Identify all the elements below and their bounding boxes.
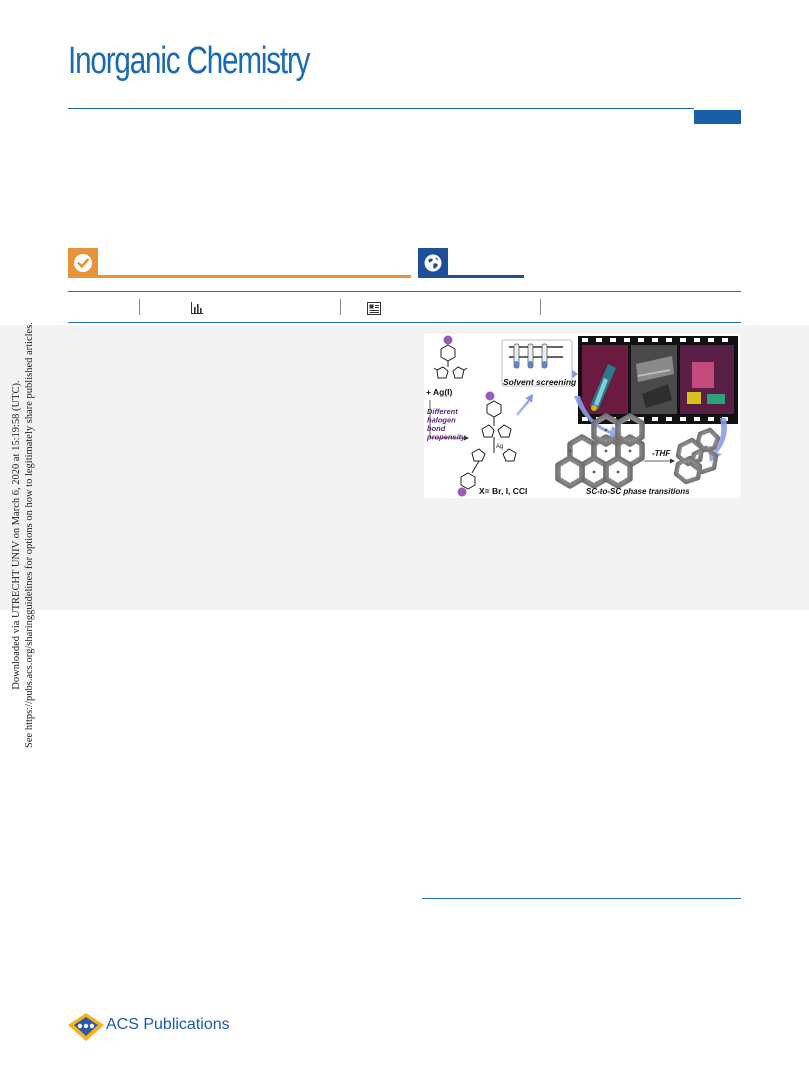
transition-label: SC-to-SC phase transitions (586, 487, 690, 496)
journal-title: Inorganic Chemistry (68, 40, 311, 82)
halogen-atom-marker (443, 335, 453, 345)
bar-chart-icon[interactable] (190, 302, 204, 315)
open-access-icon-box (68, 248, 98, 278)
publisher-name: ACS Publications (106, 1016, 230, 1033)
toc-graphic: + Ag(I) Different halogen bond propensit… (424, 334, 740, 498)
check-icon (74, 254, 92, 272)
ag-label: + Ag(I) (426, 387, 453, 397)
footnote-rule (422, 898, 741, 899)
download-notice: Downloaded via UTRECHT UNIV on March 6, … (10, 315, 35, 755)
halogen-note-text: Different halogen bond propensity (426, 407, 466, 442)
global-access-underline (448, 275, 524, 278)
metrics-bottom-rule (68, 322, 741, 323)
open-access-underline (98, 275, 411, 278)
acs-logo-icon (68, 1013, 104, 1041)
article-icon[interactable] (367, 302, 381, 315)
open-access-badge (68, 248, 411, 278)
metrics-divider (340, 299, 341, 315)
svg-text:Ag: Ag (496, 444, 503, 450)
halogen-values-label: X= Br, I, CCl (479, 486, 527, 496)
download-notice-line-2: See https://pubs.acs.org/sharingguidelin… (24, 322, 35, 748)
header-rule (68, 108, 694, 109)
thf-label: -THF (652, 449, 671, 458)
metrics-divider (540, 299, 541, 315)
global-access-badge (418, 248, 524, 278)
header-accent-block (694, 110, 741, 124)
global-access-icon-box (418, 248, 448, 278)
download-notice-line-1: Downloaded via UTRECHT UNIV on March 6, … (11, 380, 22, 690)
globe-icon (424, 254, 442, 272)
metrics-top-rule (68, 291, 741, 292)
metrics-divider (139, 299, 140, 315)
toc-illustration: + Ag(I) Different halogen bond propensit… (426, 335, 738, 497)
solvent-screening-label: Solvent screening (503, 377, 577, 387)
